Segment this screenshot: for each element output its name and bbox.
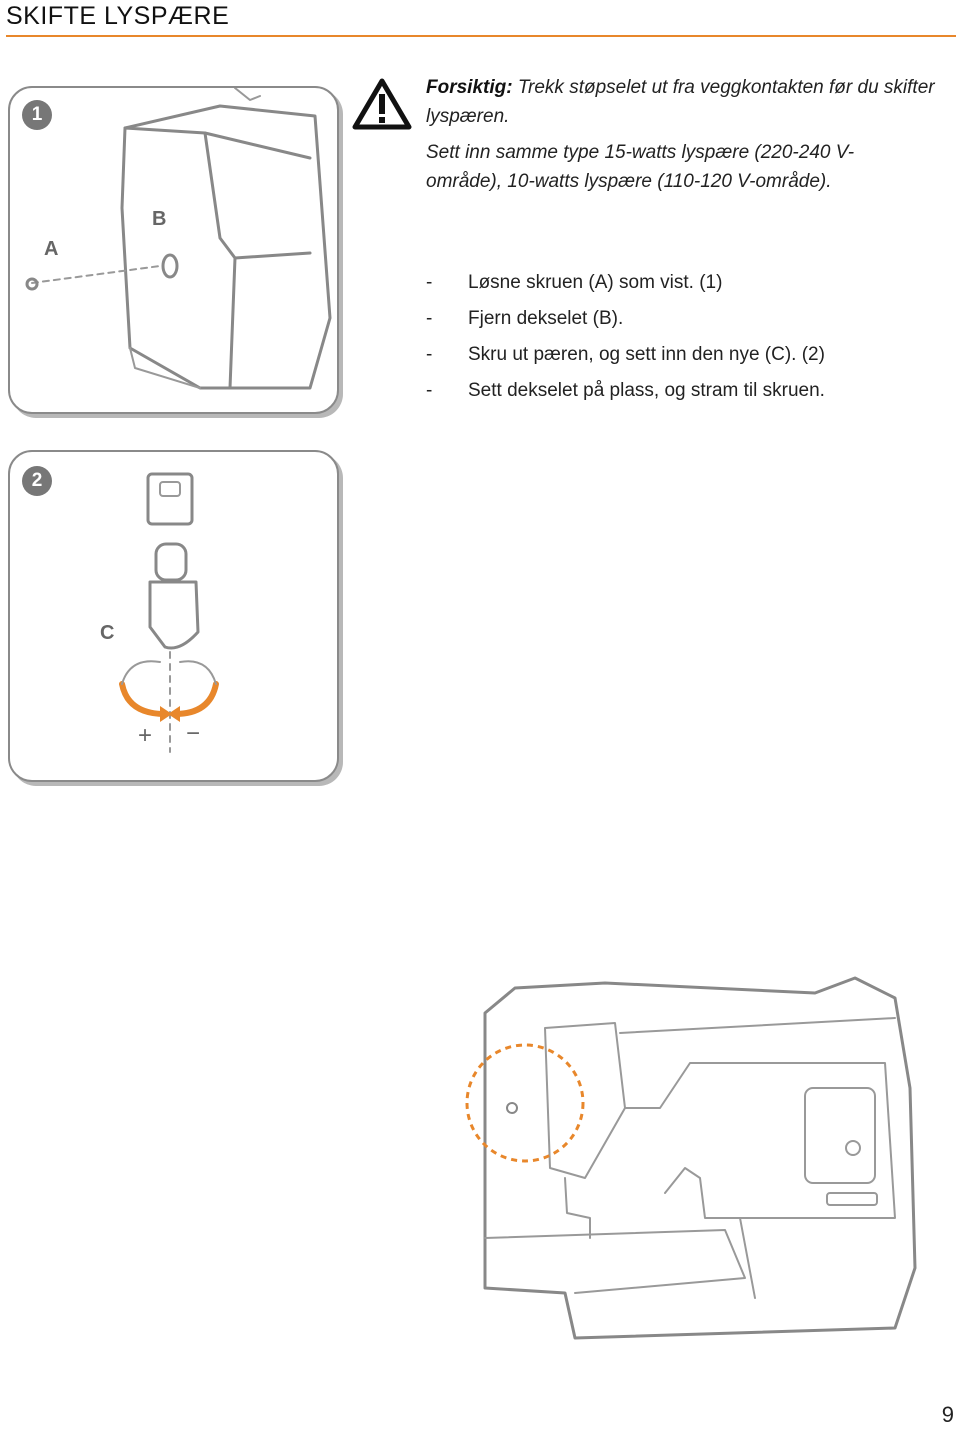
list-item-text: Fjern dekselet (B). [468, 308, 624, 329]
step-badge-2: 2 [22, 466, 52, 496]
instruction-list: - Løsne skruen (A) som vist. (1) - Fjern d… [426, 265, 825, 409]
figure-1-panel: 1 A B [8, 86, 339, 414]
sewing-machine-illustration [465, 976, 917, 1340]
list-item-text: Løsne skruen (A) som vist. (1) [468, 272, 723, 293]
warning-triangle-icon [352, 78, 412, 130]
list-item: - Sett dekselet på plass, og stram til sk… [426, 373, 825, 409]
bulb-spec-note: Sett inn samme type 15-watts lyspære (22… [426, 142, 855, 192]
list-item: - Løsne skruen (A) som vist. (1) [426, 265, 825, 301]
list-dash: - [426, 272, 433, 293]
label-c: C [100, 622, 115, 644]
caution-text: Forsiktig: Trekk støpselet ut fra veggko… [426, 73, 954, 131]
cover-illustration [25, 88, 332, 390]
plus-sign: + [138, 722, 153, 749]
label-b: B [152, 208, 167, 230]
list-dash: - [426, 380, 433, 401]
bulb-illustration [119, 472, 219, 753]
list-item-text: Skru ut pæren, og sett inn den nye (C). … [468, 344, 825, 365]
step-badge-1: 1 [22, 100, 52, 130]
page-title: SKIFTE LYSPÆRE [6, 2, 230, 30]
title-rule [6, 35, 956, 37]
caution-lead: Forsiktig: [426, 77, 513, 98]
list-item: - Skru ut pæren, og sett inn den nye (C).… [426, 337, 825, 373]
list-item: - Fjern dekselet (B). [426, 301, 825, 337]
list-dash: - [426, 308, 433, 329]
caution-body: Trekk støpselet ut fra veggkontakten før… [426, 77, 935, 127]
figure-2-panel: 2 C + − [8, 450, 339, 782]
label-a: A [44, 238, 59, 260]
list-dash: - [426, 344, 433, 365]
minus-sign: − [186, 720, 201, 747]
list-item-text: Sett dekselet på plass, og stram til skr… [468, 380, 825, 401]
page-number: 9 [941, 1402, 954, 1427]
